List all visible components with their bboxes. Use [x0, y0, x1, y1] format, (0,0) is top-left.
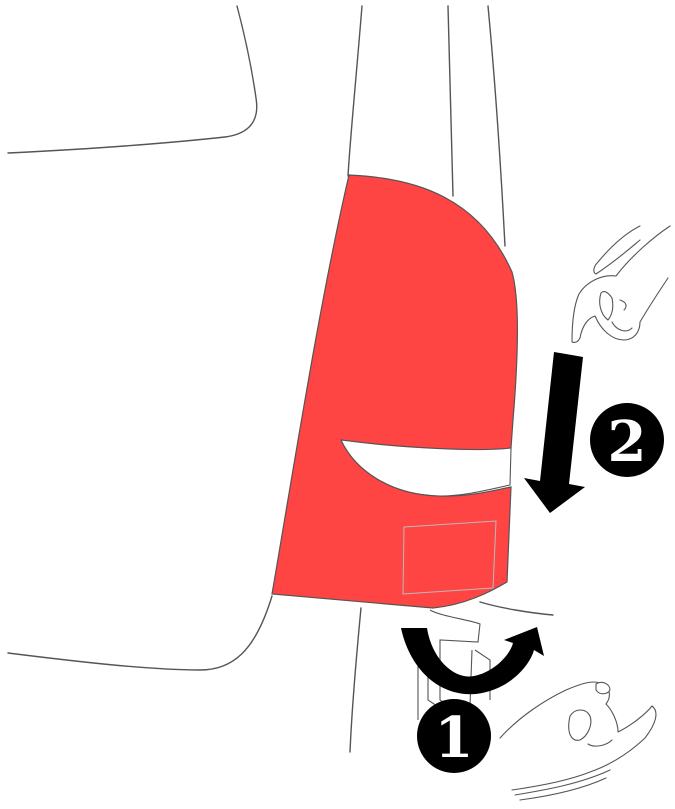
vehicle-body-panel [7, 5, 554, 753]
step-1-badge [417, 699, 491, 773]
down-arrow-icon [524, 352, 585, 513]
body-lower-curve [7, 595, 273, 671]
step-1-number: 1 [435, 705, 474, 771]
reflector-window [340, 439, 512, 497]
door-gap-line [447, 5, 454, 197]
upper-hand-icon [571, 225, 671, 343]
door-edge-line [487, 5, 506, 247]
bumper-line [479, 601, 554, 616]
taillight-assembly [271, 174, 518, 609]
window-edge [7, 5, 258, 154]
door-pillar-lower [349, 607, 362, 753]
rotation-arrow-icon [401, 627, 544, 695]
door-pillar-left [347, 5, 363, 177]
step-2-group: 2 [524, 352, 664, 513]
taillight-housing [271, 174, 518, 609]
step-2-number: 2 [608, 409, 647, 475]
lower-hand-icon [499, 681, 657, 801]
taillight-inner-panel [402, 520, 497, 595]
step-2-badge [590, 403, 664, 477]
step-1-group: 1 [401, 627, 544, 773]
